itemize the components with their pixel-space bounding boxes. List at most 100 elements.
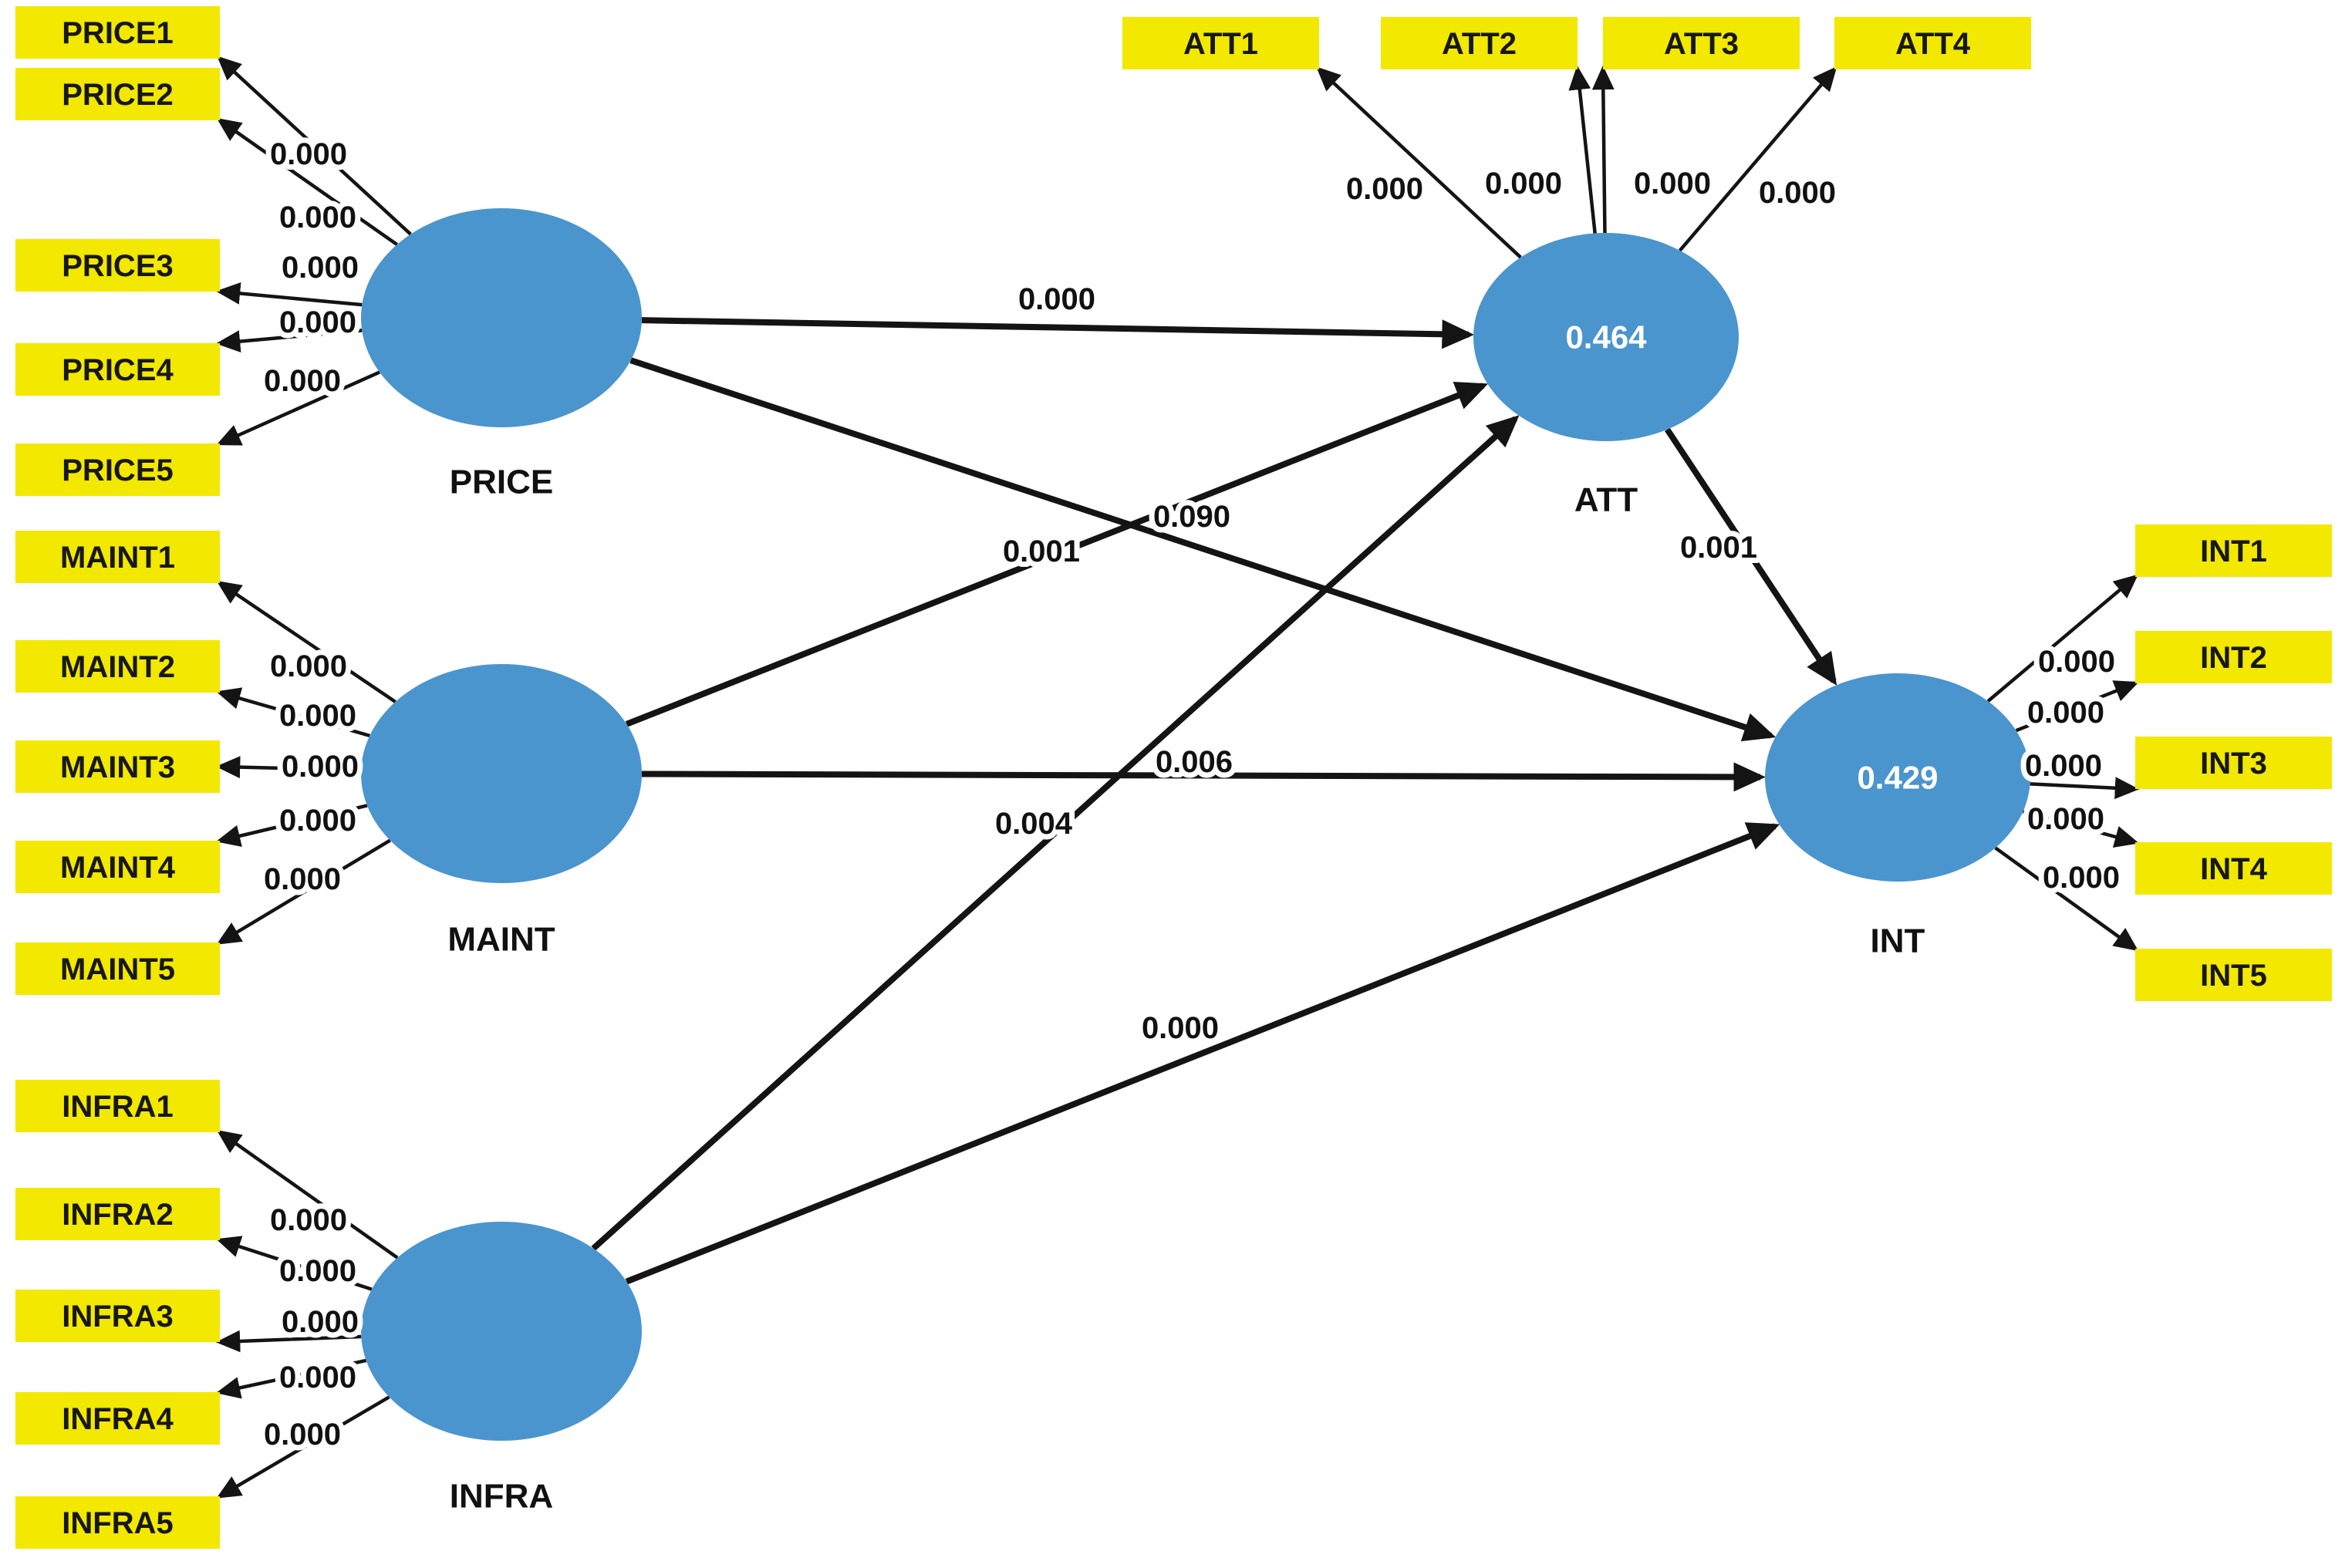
loading-arrow-infra-to-infra1 (216, 1129, 399, 1259)
construct-ellipse[interactable] (1765, 673, 2030, 882)
construct-r2-value: 0.464 (1565, 319, 1647, 356)
path-coefficient-infra-int-halo: 0.000 (1142, 1011, 1219, 1045)
indicator-maint1[interactable]: MAINT1 (15, 531, 220, 583)
path-arrow-infra-att (591, 415, 1520, 1251)
path-coefficient-price-int-halo: 0.090 (1153, 500, 1230, 534)
indicator-infra3[interactable]: INFRA3 (15, 1290, 220, 1342)
indicator-box[interactable] (2135, 949, 2332, 1001)
indicator-int5[interactable]: INT5 (2135, 949, 2332, 1001)
indicator-price4[interactable]: PRICE4 (15, 343, 220, 396)
loading-value-infra-infra1: 0.000 (270, 1203, 347, 1237)
indicator-box[interactable] (1603, 17, 1800, 69)
indicator-infra1[interactable]: INFRA1 (15, 1080, 220, 1132)
indicator-price3[interactable]: PRICE3 (15, 239, 220, 292)
construct-name-label: INFRA (450, 1478, 553, 1516)
indicator-int2[interactable]: INT2 (2135, 631, 2332, 683)
path-arrow-att-int (1664, 427, 1837, 686)
loading-value-maint-maint1-halo: 0.000 (270, 649, 347, 683)
path-coefficient-maint-int: 0.006 (1156, 745, 1233, 779)
loading-value-int-int2: 0.000 (2027, 696, 2104, 730)
indicator-label: MAINT4 (60, 851, 176, 885)
indicator-label: MAINT2 (60, 650, 175, 684)
indicator-infra4[interactable]: INFRA4 (15, 1392, 220, 1445)
indicator-att1[interactable]: ATT1 (1122, 17, 1319, 69)
path-arrow-infra-int (625, 822, 1780, 1285)
loading-value-int-int3-halo: 0.000 (2025, 749, 2102, 783)
indicator-infra2[interactable]: INFRA2 (15, 1188, 220, 1240)
loading-value-att-att2: 0.000 (1485, 167, 1562, 201)
indicator-box[interactable] (15, 740, 220, 793)
indicator-att2[interactable]: ATT2 (1381, 17, 1578, 69)
indicator-maint4[interactable]: MAINT4 (15, 841, 220, 893)
indicator-box[interactable] (15, 531, 220, 583)
path-coefficient-maint-att: 0.001 (1003, 534, 1080, 568)
loading-arrow-int-to-int2 (2015, 680, 2139, 733)
indicator-box[interactable] (1381, 17, 1578, 69)
loading-arrow-int-to-int1 (1986, 574, 2139, 703)
indicator-box[interactable] (2135, 842, 2332, 895)
indicator-box[interactable] (2135, 737, 2332, 789)
indicator-int1[interactable]: INT1 (2135, 524, 2332, 577)
loading-value-infra-infra4-halo: 0.000 (279, 1361, 356, 1394)
indicator-box[interactable] (15, 942, 220, 995)
loading-arrow-infra-to-infra3 (215, 1330, 362, 1353)
loading-value-price-price5: 0.000 (264, 364, 341, 398)
indicator-infra5[interactable]: INFRA5 (15, 1496, 220, 1549)
loading-value-int-int5-halo: 0.000 (2043, 861, 2120, 895)
indicator-int4[interactable]: INT4 (2135, 842, 2332, 895)
indicator-box[interactable] (1122, 17, 1319, 69)
indicator-maint3[interactable]: MAINT3 (15, 740, 220, 793)
construct-name-label: ATT (1574, 481, 1638, 519)
loading-value-maint-maint2-halo: 0.000 (279, 699, 356, 733)
indicator-box[interactable] (1834, 17, 2031, 69)
loading-arrow-infra-to-infra2 (216, 1236, 373, 1291)
construct-ellipse[interactable] (361, 1222, 642, 1441)
indicator-box[interactable] (15, 1290, 220, 1342)
indicator-label: PRICE4 (62, 353, 174, 387)
indicator-box[interactable] (15, 1392, 220, 1445)
indicator-price5[interactable]: PRICE5 (15, 443, 220, 496)
loading-value-att-att1: 0.000 (1346, 172, 1423, 206)
indicator-maint5[interactable]: MAINT5 (15, 942, 220, 995)
loading-value-infra-infra5: 0.000 (264, 1418, 341, 1452)
indicator-box[interactable] (15, 343, 220, 396)
construct-r2-value: 0.429 (1857, 760, 1938, 796)
construct-maint[interactable]: MAINT (361, 664, 642, 959)
indicator-box[interactable] (2135, 631, 2332, 683)
indicator-box[interactable] (15, 1080, 220, 1132)
path-coefficient-infra-int: 0.000 (1142, 1011, 1219, 1045)
indicator-price1[interactable]: PRICE1 (15, 6, 220, 59)
indicator-price2[interactable]: PRICE2 (15, 68, 220, 120)
loading-value-price-price3-halo: 0.000 (282, 251, 359, 285)
indicator-label: ATT4 (1895, 27, 1971, 61)
path-coefficient-infra-att: 0.004 (995, 807, 1073, 841)
indicator-box[interactable] (15, 841, 220, 893)
construct-price[interactable]: PRICE (361, 208, 642, 501)
indicator-box[interactable] (15, 1496, 220, 1549)
indicator-box[interactable] (2135, 524, 2332, 577)
indicator-att4[interactable]: ATT4 (1834, 17, 2031, 69)
indicator-att3[interactable]: ATT3 (1603, 17, 1800, 69)
indicator-box[interactable] (15, 1188, 220, 1240)
loading-value-price-price1-halo: 0.000 (270, 137, 347, 171)
indicator-box[interactable] (15, 68, 220, 120)
loading-arrow-int-to-int5 (1994, 846, 2139, 952)
indicator-maint2[interactable]: MAINT2 (15, 640, 220, 693)
construct-ellipse[interactable] (1473, 233, 1739, 441)
construct-ellipse[interactable] (361, 208, 642, 427)
loading-value-att-att4: 0.000 (1759, 176, 1836, 210)
construct-name-label: MAINT (447, 921, 555, 959)
loading-value-att-att3-halo: 0.000 (1634, 167, 1711, 201)
indicator-box[interactable] (15, 239, 220, 292)
path-coefficient-price-int: 0.090 (1153, 500, 1230, 534)
indicator-box[interactable] (15, 6, 220, 59)
indicator-box[interactable] (15, 443, 220, 496)
indicator-label: ATT2 (1442, 27, 1517, 61)
indicator-int3[interactable]: INT3 (2135, 737, 2332, 789)
indicator-box[interactable] (15, 640, 220, 693)
construct-infra[interactable]: INFRA (361, 1222, 642, 1516)
construct-ellipse[interactable] (361, 664, 642, 883)
loading-value-infra-infra2-halo: 0.000 (279, 1254, 356, 1288)
